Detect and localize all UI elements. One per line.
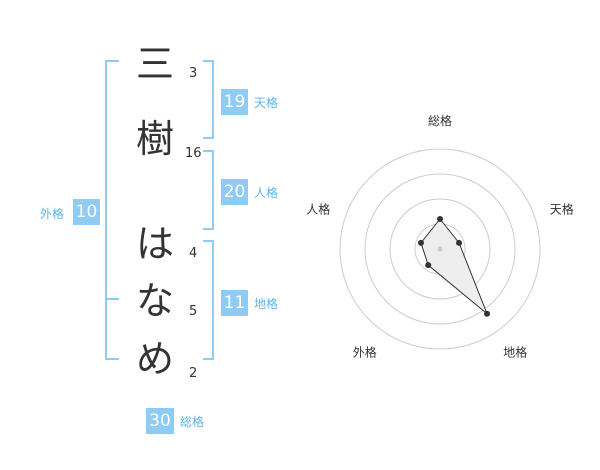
gaikaku-bracket-vertical — [105, 60, 107, 360]
name-char-1: 三 — [135, 42, 174, 86]
radar-point-1 — [437, 216, 443, 222]
jinkaku-bracket-top — [203, 150, 214, 152]
gaikaku-label: 外格 — [40, 207, 65, 221]
tenkaku-label: 天格 — [254, 96, 279, 110]
radar-point-5 — [417, 239, 424, 246]
radar-axis-label-2: 天格 — [550, 201, 574, 216]
stroke-count-4: 5 — [189, 304, 198, 319]
gaikaku-bracket-bottom — [105, 358, 119, 360]
soukaku-badge: 30 — [146, 408, 174, 434]
radar-axis-label-5: 人格 — [306, 201, 330, 216]
tenkaku-bracket-vertical — [212, 60, 214, 139]
radar-ring-4 — [339, 148, 541, 350]
tenkaku-bracket-top — [203, 60, 214, 62]
gaikaku-bracket-top — [105, 60, 119, 62]
radar-point-4 — [425, 262, 432, 269]
soukaku-label: 総格 — [180, 415, 205, 429]
name-char-5: め — [135, 337, 174, 381]
radar-axis-label-1: 総格 — [428, 113, 452, 128]
jinkaku-label: 人格 — [254, 186, 279, 200]
jinkaku-bracket-vertical — [212, 150, 214, 230]
radar-center-dot — [437, 246, 443, 252]
chikaku-bracket-bottom — [203, 358, 214, 360]
tenkaku-badge: 19 — [221, 89, 248, 115]
tenkaku-bracket-bottom — [203, 137, 214, 139]
chikaku-bracket-vertical — [212, 240, 214, 360]
stroke-count-3: 4 — [189, 246, 198, 261]
radar-area — [420, 218, 488, 315]
stroke-count-1: 3 — [189, 66, 198, 81]
radar-ring-3 — [364, 173, 516, 325]
chikaku-bracket-top — [203, 240, 214, 242]
radar-axis-label-4: 外格 — [353, 345, 377, 360]
gaikaku-badge: 10 — [73, 199, 100, 225]
radar-axis-label-3: 地格 — [503, 345, 527, 360]
name-char-3: は — [135, 222, 174, 266]
name-char-2: 樹 — [135, 117, 174, 161]
jinkaku-badge: 20 — [221, 179, 248, 205]
radar-point-2 — [456, 239, 463, 246]
chikaku-badge: 11 — [221, 290, 248, 316]
radar-ring-2 — [389, 198, 491, 300]
radar-point-3 — [484, 310, 491, 317]
chikaku-label: 地格 — [254, 297, 279, 311]
stroke-count-5: 2 — [189, 366, 198, 381]
stroke-count-2: 16 — [185, 146, 202, 161]
jinkaku-bracket-bottom — [203, 228, 214, 230]
name-char-4: な — [135, 279, 174, 323]
gaikaku-bracket-mid — [105, 298, 119, 300]
